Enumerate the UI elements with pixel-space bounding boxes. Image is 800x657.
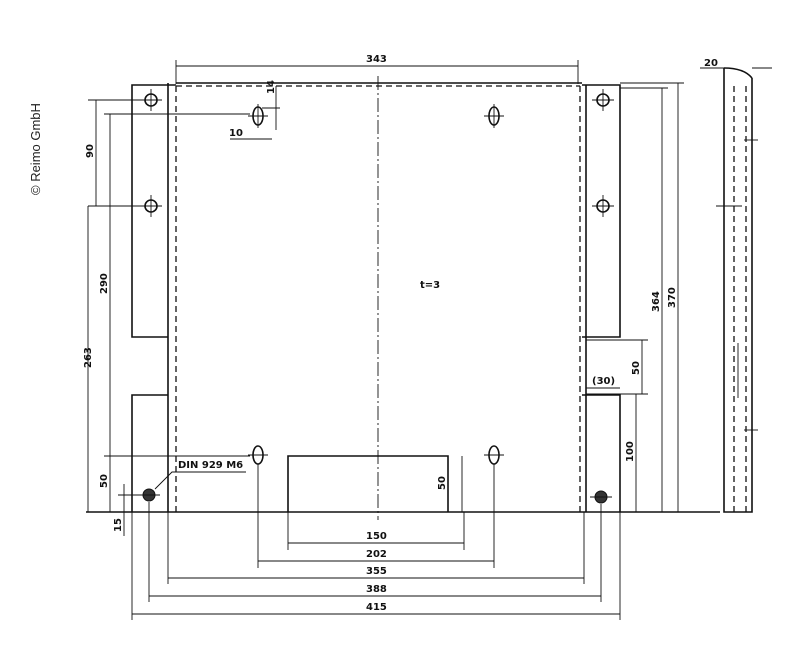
dim-bottom-355: 355 <box>366 566 387 577</box>
dim-bottom-388: 388 <box>366 584 387 595</box>
dim-left-15: 15 <box>113 518 124 532</box>
dim-bottom-202: 202 <box>366 549 387 560</box>
dim-hole-offset-h: 10 <box>229 128 243 139</box>
hole-top-left <box>140 89 162 111</box>
dim-left-90: 90 <box>85 144 96 158</box>
thickness-label: t=3 <box>420 280 440 291</box>
plate-outline <box>86 76 720 520</box>
dim-top-width: 343 <box>366 54 387 65</box>
slot-bottom-left <box>248 445 268 465</box>
dim-right-100: 100 <box>625 441 636 462</box>
holes <box>88 89 614 504</box>
screw-bottom-left <box>138 488 160 502</box>
screw-bottom-right <box>590 490 612 504</box>
dim-bottom-150: 150 <box>366 531 387 542</box>
dim-left-290: 290 <box>99 273 110 294</box>
slot-bottom-right <box>484 445 504 465</box>
dim-right-50: 50 <box>631 361 642 375</box>
dim-left-263: 263 <box>83 347 94 368</box>
side-view <box>700 67 772 513</box>
hole-mid-right <box>592 195 614 217</box>
slot-top-right <box>484 104 504 128</box>
hole-mid-left <box>88 195 162 217</box>
hole-top-right <box>592 89 614 111</box>
dim-right-364: 364 <box>651 291 662 312</box>
copyright-text: © Reimo GmbH <box>28 103 43 195</box>
slot-top-left <box>248 104 268 128</box>
dim-side-thickness: 20 <box>704 58 718 69</box>
screw-label: DIN 929 M6 <box>178 460 243 471</box>
dim-right-370: 370 <box>667 287 678 308</box>
dim-cutout-50: 50 <box>437 476 448 490</box>
dim-left-50: 50 <box>99 474 110 488</box>
dim-hole-offset-v: 14 <box>266 80 277 94</box>
dimension-lines <box>87 60 684 620</box>
dim-bottom-415: 415 <box>366 602 387 613</box>
dim-right-30: (30) <box>592 376 615 387</box>
